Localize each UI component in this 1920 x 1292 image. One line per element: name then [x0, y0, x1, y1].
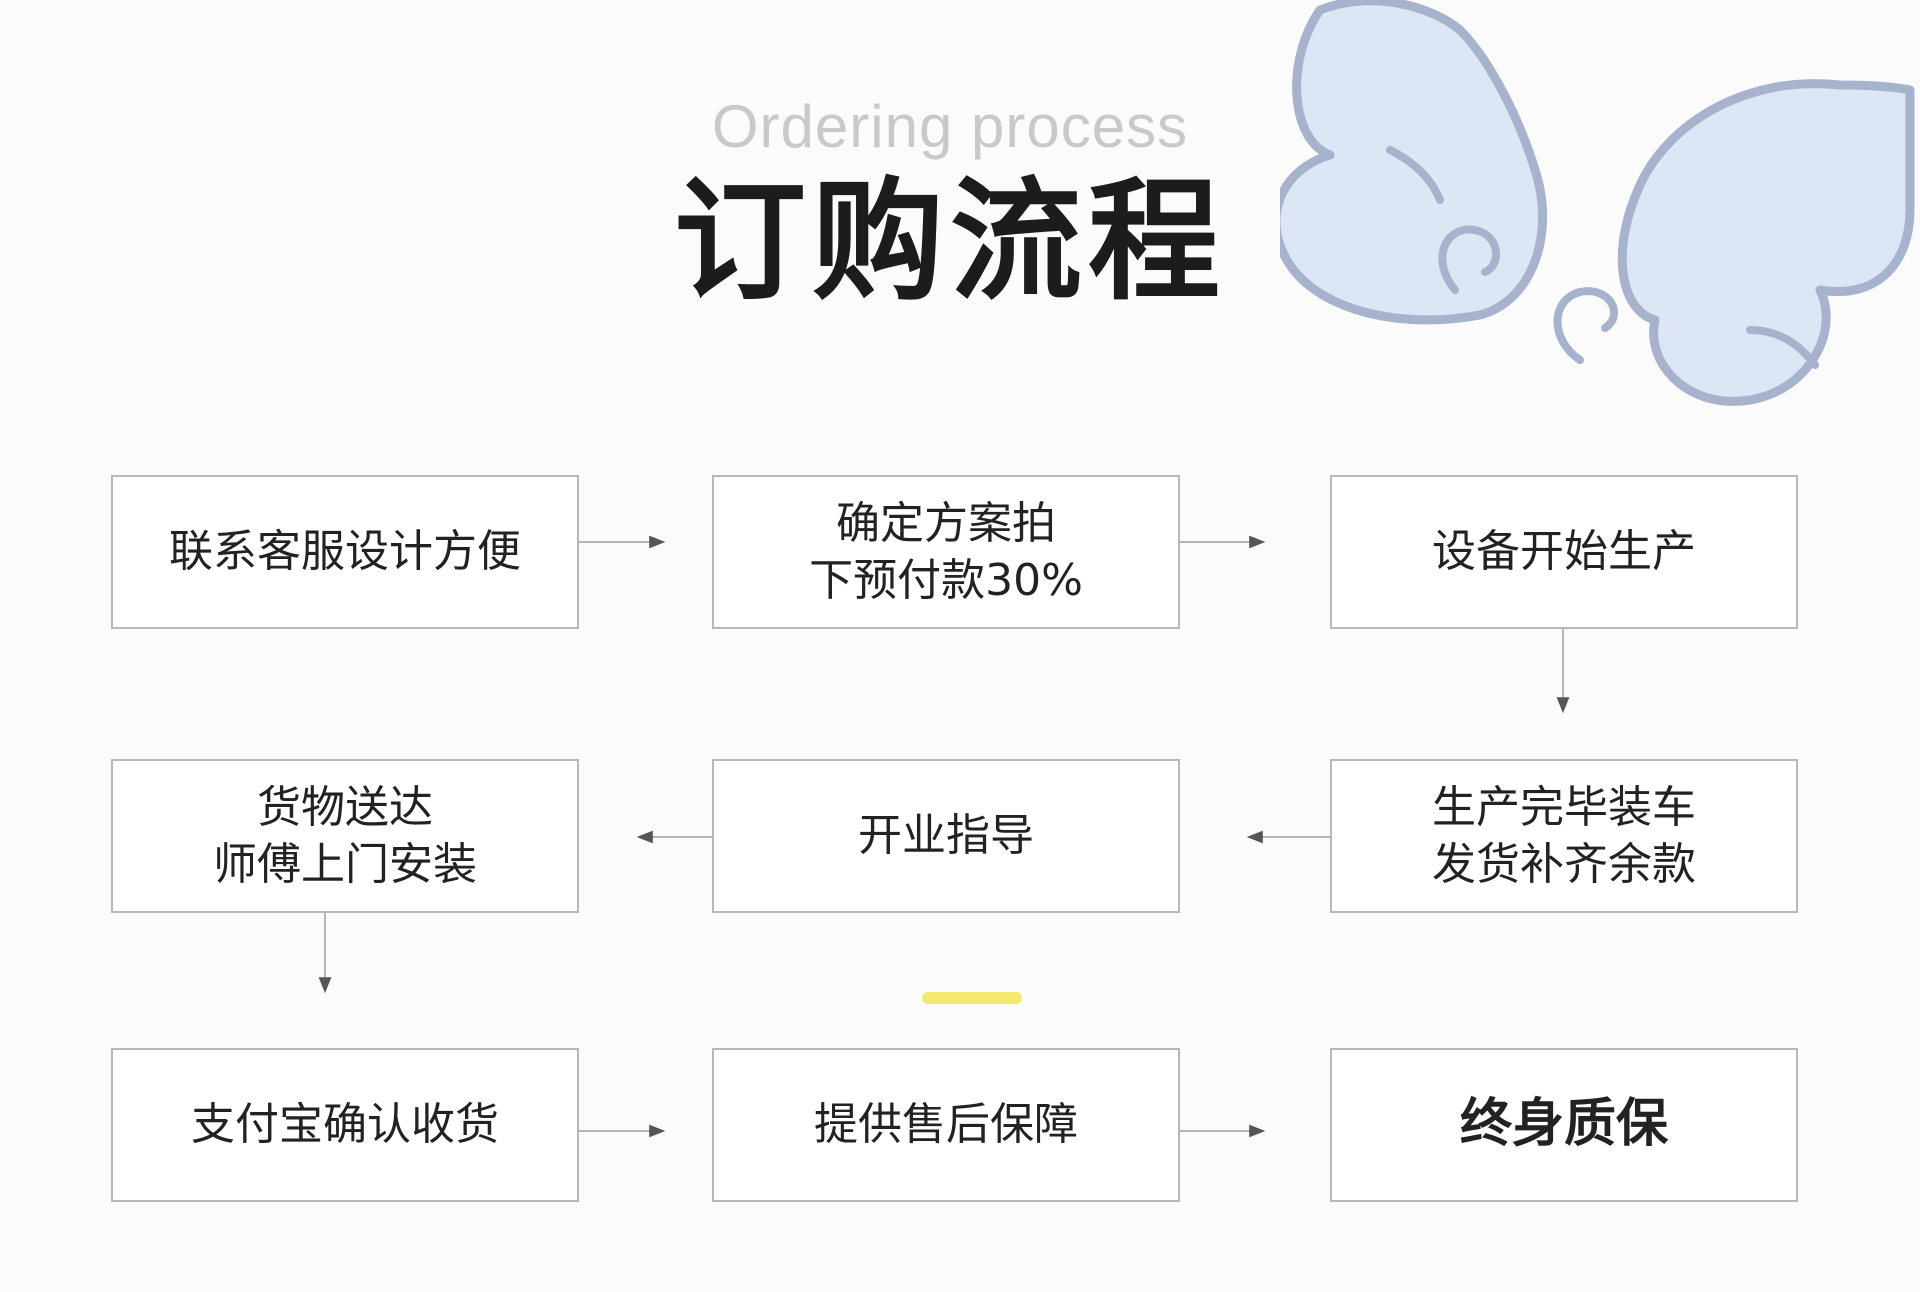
step-confirm-deposit: 确定方案拍 下预付款30%	[712, 475, 1180, 629]
step-label: 支付宝确认收货	[191, 1096, 499, 1153]
step-label: 货物送达 师傅上门安装	[213, 779, 477, 893]
step-start-production: 设备开始生产	[1330, 475, 1798, 629]
step-label: 生产完毕装车 发货补齐余款	[1432, 779, 1696, 893]
step-contact-service: 联系客服设计方便	[111, 475, 579, 629]
accent-bar	[922, 992, 1022, 1004]
step-label: 设备开始生产	[1432, 523, 1696, 580]
step-label: 终身质保	[1460, 1091, 1668, 1159]
step-lifetime-warranty: 终身质保	[1330, 1048, 1798, 1202]
step-delivery-install: 货物送达 师傅上门安装	[111, 759, 579, 913]
step-label: 联系客服设计方便	[169, 523, 521, 580]
step-label: 开业指导	[858, 807, 1034, 864]
step-after-sales: 提供售后保障	[712, 1048, 1180, 1202]
step-ship-balance: 生产完毕装车 发货补齐余款	[1330, 759, 1798, 913]
step-label: 确定方案拍 下预付款30%	[809, 495, 1083, 609]
step-confirm-receipt: 支付宝确认收货	[111, 1048, 579, 1202]
step-label: 提供售后保障	[814, 1096, 1078, 1153]
step-opening-guidance: 开业指导	[712, 759, 1180, 913]
